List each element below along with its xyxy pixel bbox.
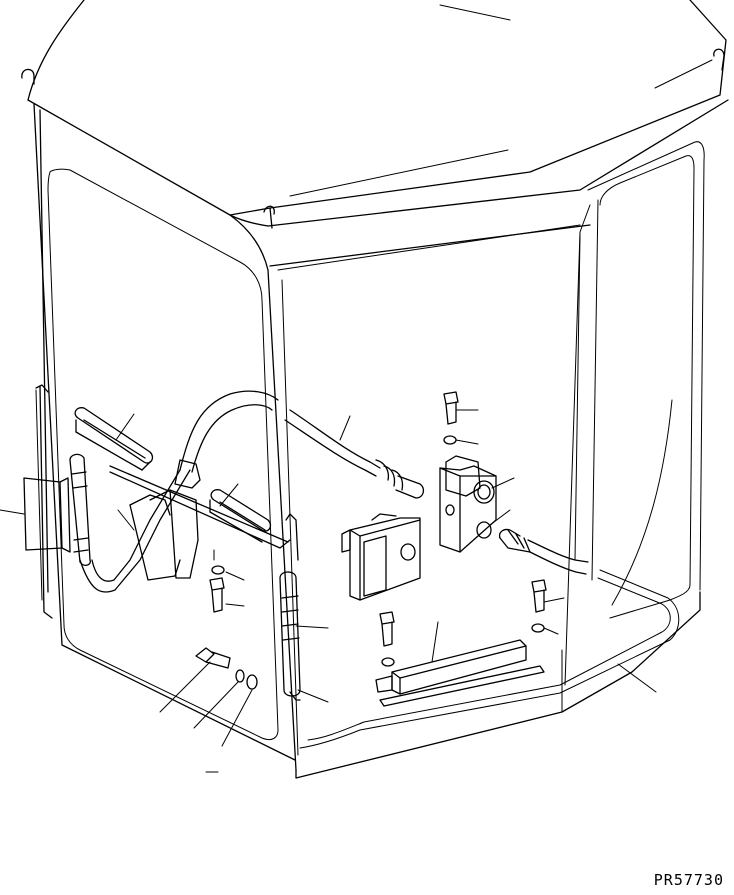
controller-unit bbox=[341, 513, 421, 601]
cab-roof bbox=[21, 0, 729, 229]
hose-lower bbox=[498, 528, 589, 575]
bolt-floor bbox=[379, 611, 395, 667]
left-tube-assembly bbox=[69, 390, 279, 593]
valve-block bbox=[439, 455, 497, 553]
cab-right-wall bbox=[269, 141, 705, 779]
floor-bracket bbox=[375, 639, 545, 707]
bolt-right bbox=[531, 579, 547, 633]
filter-bracket-assembly bbox=[74, 407, 291, 579]
bolt-lower-left bbox=[195, 647, 258, 690]
cab-left-wall bbox=[33, 103, 297, 771]
pillar-connector bbox=[279, 513, 301, 701]
leader-lines bbox=[0, 409, 657, 773]
drawing-number: PR57730 bbox=[653, 871, 724, 889]
bolt-upper bbox=[443, 391, 459, 445]
hose-upper bbox=[284, 409, 425, 499]
cab-floor bbox=[299, 569, 680, 749]
bolt-center bbox=[209, 549, 225, 613]
left-frame-parts bbox=[23, 384, 71, 619]
